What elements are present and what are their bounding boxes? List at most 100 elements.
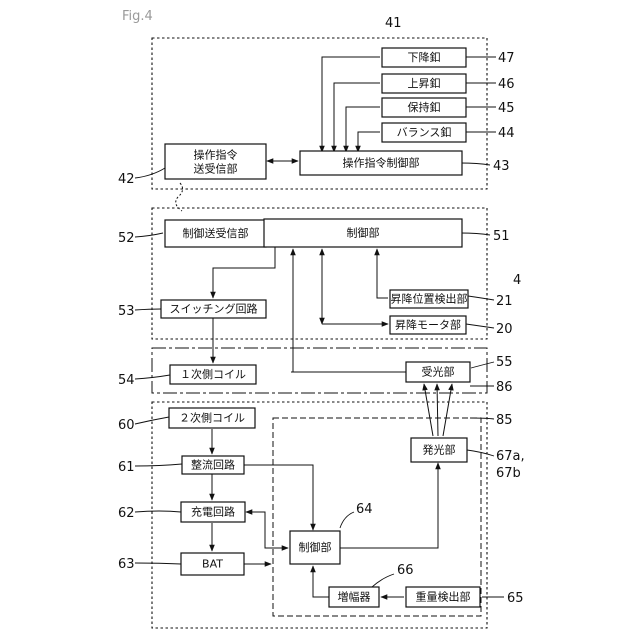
ref-43: 43 [493,159,510,174]
figure-label: Fig.4 [122,9,153,24]
ref-21: 21 [496,294,513,309]
ref-53: 53 [118,304,135,319]
leader-20 [466,324,494,328]
switching-circuit-label: スイッチング回路 [170,302,258,316]
lift-motor-label: 昇降モータ部 [395,318,461,332]
switching-circuit-block: スイッチング回路 [161,300,266,318]
light-emitter-label: 発光部 [423,443,456,457]
leader-63 [135,563,181,564]
leader-52 [135,233,163,237]
wireless-link [176,183,183,211]
rectifier-circuit-block: 整流回路 [182,456,244,474]
balance-button-label: バランス釦 [397,125,452,139]
operation-command-tx-rx-label-line1: 操作指令 [194,148,238,162]
ref-47: 47 [498,51,515,66]
ref-51: 51 [493,229,510,244]
primary-coil-block: １次側コイル [170,365,256,384]
ref-20: 20 [496,322,513,337]
control-tx-rx-block: 制御送受信部 [165,220,266,247]
balance-button-block: バランス釦 [382,123,466,142]
weight-detector-block: 重量検出部 [406,587,480,607]
ref-41: 41 [385,16,402,31]
light-beam-right [443,384,452,436]
ref-85: 85 [496,413,513,428]
ascend-button-block: 上昇釦 [382,74,466,93]
leader-62 [135,511,181,512]
rectifier-circuit-label: 整流回路 [191,458,235,472]
wire-sub-controller-to-emitter [340,463,438,548]
lift-position-detector-label: 昇降位置検出部 [391,292,468,306]
leader-43 [460,163,490,165]
ascend-button-label: 上昇釦 [408,76,441,90]
descend-button-block: 下降釦 [382,48,466,67]
leader-51 [460,233,490,235]
ref-67b: 67b [496,466,521,481]
charging-circuit-label: 充電回路 [191,505,235,519]
leader-42 [135,168,165,178]
primary-coil-label: １次側コイル [180,367,246,381]
ref-61: 61 [118,460,135,475]
leader-61 [135,464,182,466]
wire-balance-button [358,132,380,152]
leader-21 [468,296,494,300]
wire-ascend-button [334,83,380,152]
ref-46: 46 [498,77,515,92]
ref-62: 62 [118,506,135,521]
sub-controller-label: 制御部 [299,540,332,554]
light-receiver-label: 受光部 [422,365,455,379]
light-beam-center [437,384,438,436]
main-controller-block: 制御部 [264,219,462,247]
ref-86: 86 [496,380,513,395]
ref-44: 44 [498,126,515,141]
secondary-coil-label: ２次側コイル [179,411,245,425]
control-tx-rx-label: 制御送受信部 [183,226,249,240]
wire-receiver-to-controller-a [291,249,293,372]
ref-42: 42 [118,172,135,187]
wire-descend-button [322,57,380,152]
ref-45: 45 [498,101,515,116]
ref-64: 64 [356,502,373,517]
lift-position-detector-block: 昇降位置検出部 [390,290,468,308]
weight-detector-label: 重量検出部 [416,590,471,604]
sub-controller-block: 制御部 [290,531,340,564]
wire-rectifier-to-sub-controller [244,465,313,530]
descend-button-label: 下降釦 [408,50,441,64]
leader-66 [372,574,394,587]
light-beam-left [424,384,433,436]
operation-command-tx-rx-label-line2: 送受信部 [194,162,238,176]
hold-button-block: 保持釦 [382,98,466,117]
charging-circuit-block: 充電回路 [181,502,245,522]
wire-amplifier-to-sub-controller [313,566,329,597]
hold-button-label: 保持釦 [408,100,441,114]
wire-controller-to-switching [213,246,275,298]
ref-54: 54 [118,373,135,388]
battery-label: BAT [202,558,223,571]
wire-position-to-controller [377,249,388,298]
leader-53 [135,309,161,310]
lift-motor-block: 昇降モータ部 [390,316,466,334]
amplifier-block: 増幅器 [329,587,379,607]
operation-command-controller-label: 操作指令制御部 [343,156,420,170]
ref-52: 52 [118,231,135,246]
leader-64 [340,512,354,528]
ref-60: 60 [118,418,135,433]
ref-55: 55 [496,355,513,370]
main-controller-label: 制御部 [347,226,380,240]
wire-charging-to-sub-controller [246,512,288,548]
operation-command-controller-block: 操作指令制御部 [300,151,462,175]
light-receiver-block: 受光部 [406,362,470,382]
ref-66: 66 [397,563,414,578]
light-emitter-block: 発光部 [411,438,467,462]
battery-block: BAT [181,553,244,575]
ref-67a: 67a, [496,449,525,464]
operation-command-tx-rx-block: 操作指令 送受信部 [165,144,266,179]
secondary-coil-block: ２次側コイル [169,408,255,428]
ref-4: 4 [513,273,521,288]
wire-hold-button [346,107,380,152]
amplifier-label: 増幅器 [338,591,371,604]
leader-55 [471,362,494,368]
ref-63: 63 [118,557,135,572]
ref-65: 65 [507,591,524,606]
